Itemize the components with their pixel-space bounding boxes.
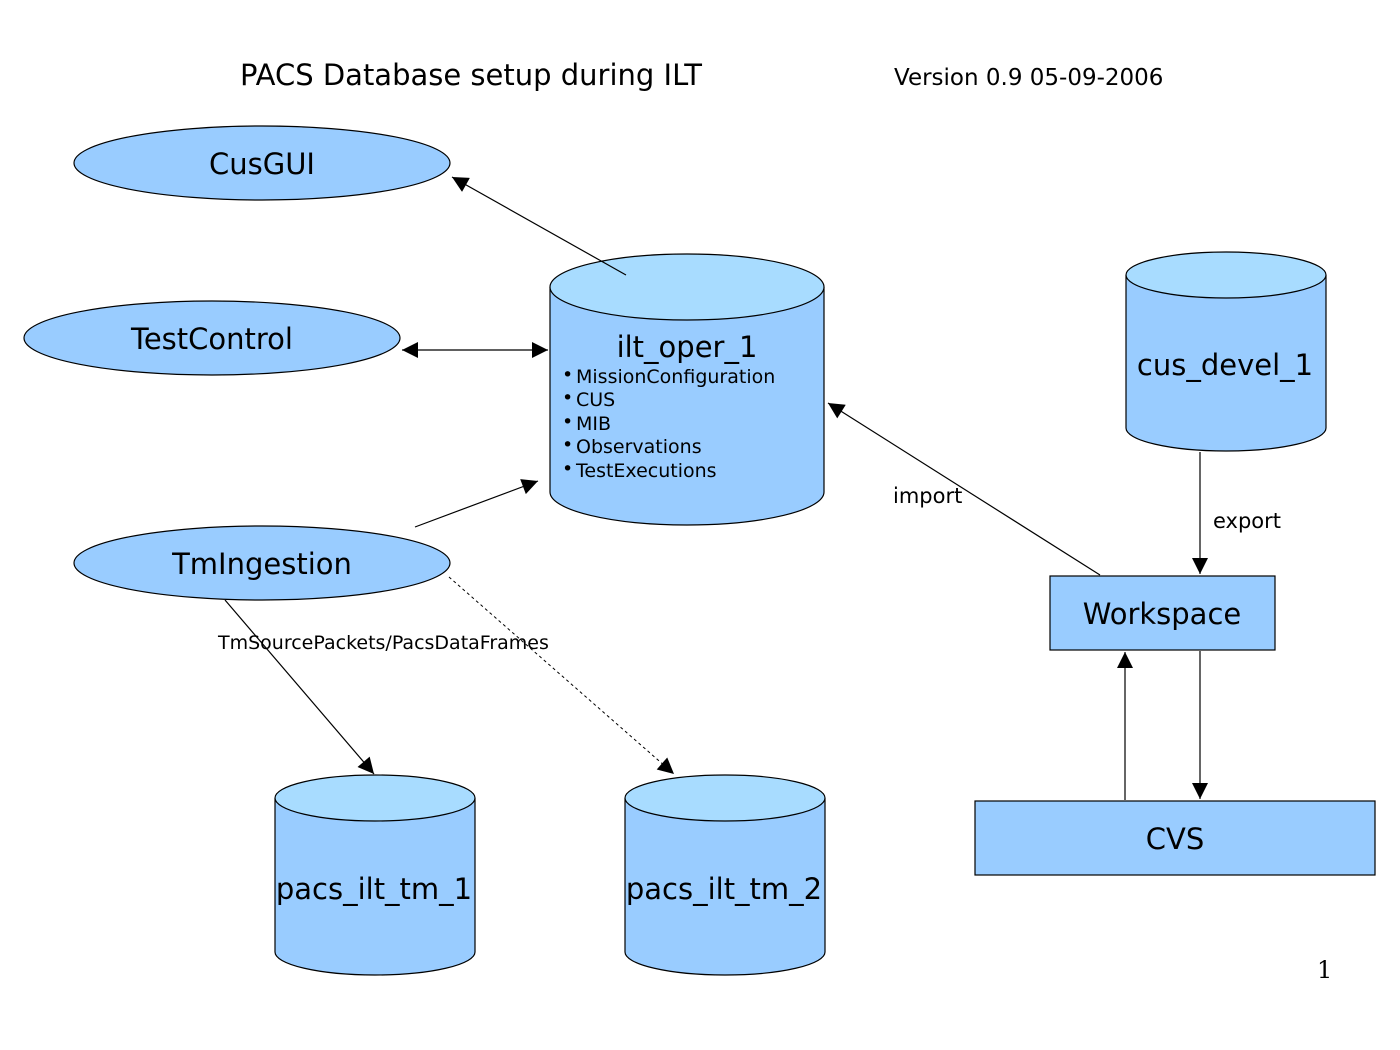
cus-devel-top (1125, 251, 1327, 299)
tmingestion-label: TmIngestion (171, 547, 352, 581)
pacs-tm-1-top (274, 774, 476, 822)
cusgui-ellipse (73, 125, 451, 201)
cvs-box (974, 800, 1376, 876)
cusgui-node: CusGUI (73, 125, 451, 201)
tmingestion-node: TmIngestion (73, 525, 451, 601)
pacs-tm-1-database: pacs_ilt_tm_1 (274, 774, 476, 976)
workspace-box (1049, 575, 1276, 651)
ilt-oper-top (549, 253, 825, 321)
version-label: Version 0.9 05-09-2006 (894, 65, 1163, 91)
ilt-oper-item: CUS (576, 389, 615, 411)
edge-ilt-oper-to-cusgui (451, 176, 627, 276)
diagram-title: PACS Database setup during ILT (240, 58, 702, 92)
ilt-oper-bullet: • (562, 434, 573, 456)
testcontrol-label: TestControl (130, 322, 293, 356)
workspace-node: Workspace (1049, 575, 1276, 651)
ilt-oper-item: TestExecutions (575, 460, 717, 482)
cusgui-label: CusGUI (209, 147, 315, 181)
edge-workspace-to-ilt-oper (827, 402, 1101, 576)
cus-devel-label: cus_devel_1 (1137, 348, 1313, 382)
pacs-tm-1-label: pacs_ilt_tm_1 (276, 872, 472, 906)
cvs-node: CVS (974, 800, 1376, 876)
workspace-label: Workspace (1083, 597, 1242, 631)
import-label: import (893, 484, 962, 508)
ilt-oper-item: MissionConfiguration (576, 366, 775, 388)
ilt-oper-bullet: • (562, 411, 573, 433)
ilt-oper-bullet: • (562, 364, 573, 386)
edge-tmingestion-to-ilt-oper (414, 479, 539, 528)
testcontrol-node: TestControl (23, 300, 401, 376)
ilt-oper-body (549, 287, 825, 526)
pacs-tm-2-database: pacs_ilt_tm_2 (624, 774, 826, 976)
ilt-oper-item-list: • MissionConfiguration • CUS • MIB • Obs… (562, 364, 775, 482)
ilt-oper-bullet: • (562, 387, 573, 409)
testcontrol-ellipse (23, 300, 401, 376)
tm-packets-label: TmSourcePackets/PacsDataFrames (217, 632, 549, 654)
pacs-tm-1-body (274, 798, 476, 976)
edge-tmingestion-to-pacs-tm-2 (448, 576, 675, 775)
pacs-tm-2-label: pacs_ilt_tm_2 (626, 872, 822, 906)
pacs-tm-2-top (624, 774, 826, 822)
ilt-oper-label: ilt_oper_1 (617, 330, 758, 364)
edge-tmingestion-to-pacs-tm-1 (224, 599, 375, 775)
cus-devel-body (1125, 275, 1327, 452)
pacs-tm-2-body (624, 798, 826, 976)
tmingestion-ellipse (73, 525, 451, 601)
cus-devel-database: cus_devel_1 (1125, 251, 1327, 452)
ilt-oper-bullet: • (562, 458, 573, 480)
cvs-label: CVS (1146, 822, 1205, 856)
export-label: export (1213, 509, 1281, 533)
ilt-oper-item: MIB (576, 413, 611, 435)
ilt-oper-item: Observations (576, 436, 702, 458)
page-number: 1 (1317, 956, 1332, 984)
ilt-oper-database: ilt_oper_1 • MissionConfiguration • CUS … (549, 253, 825, 526)
